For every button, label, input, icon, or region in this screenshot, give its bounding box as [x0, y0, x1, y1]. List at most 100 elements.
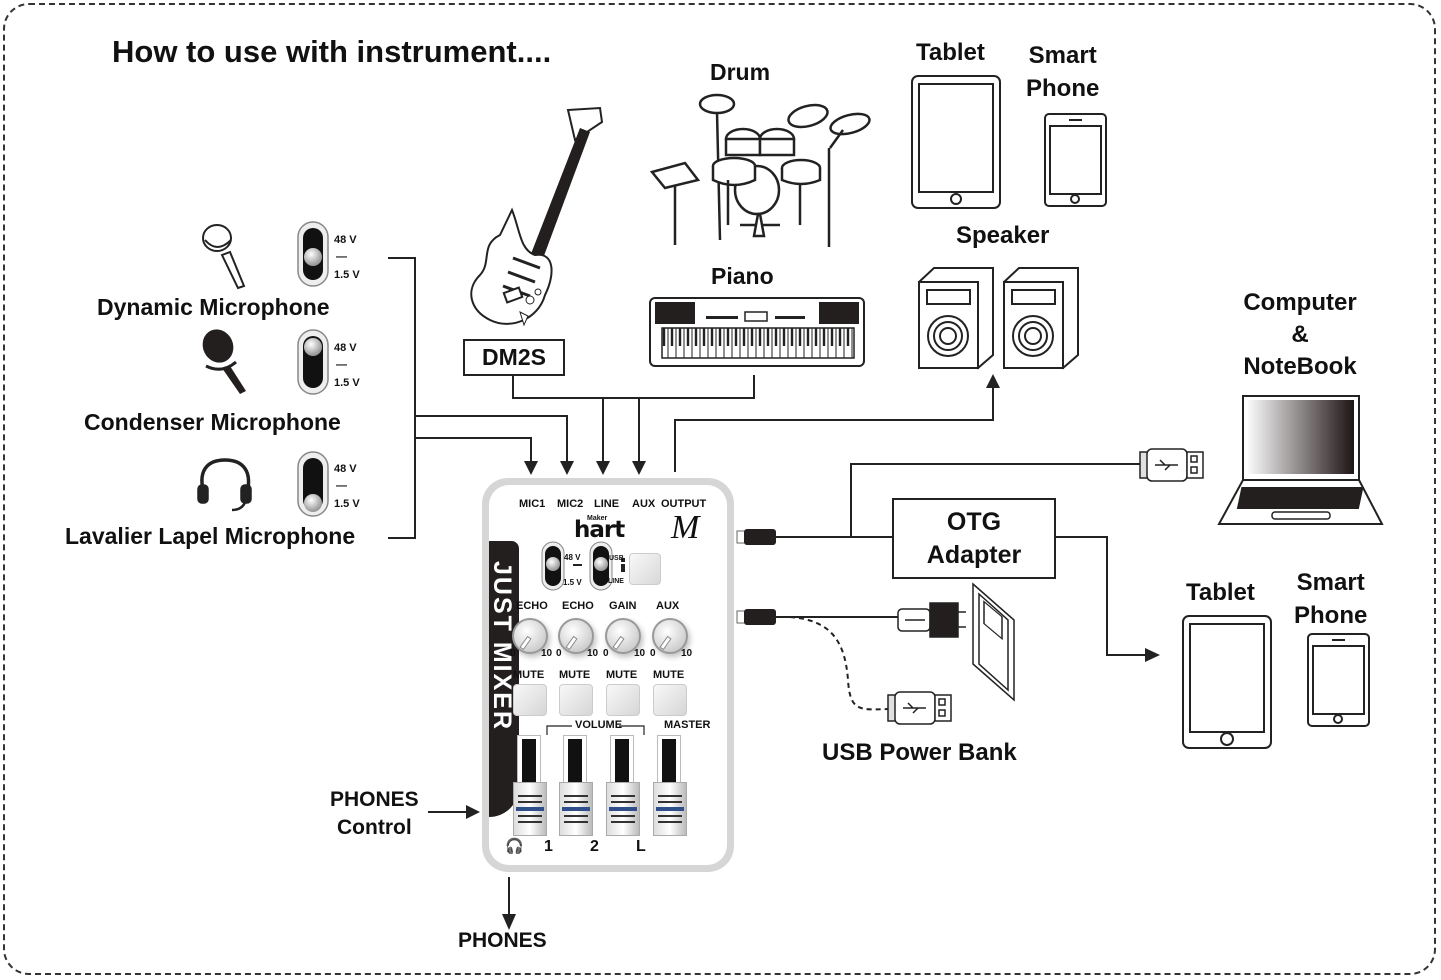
mic-switch-lavalier [297, 451, 329, 517]
knob-control[interactable] [605, 618, 641, 654]
tablet-icon-bottom [1182, 615, 1272, 749]
fader-grip-line [658, 815, 682, 817]
mixer-panel: JUST MIXER MIC1 MIC2 LINE AUX OUTPUT Mak… [489, 485, 727, 865]
handheld-microphone-icon [202, 224, 246, 290]
master-label: MASTER [664, 719, 711, 731]
smartphone-label-bottom: Smart Phone [1294, 566, 1367, 632]
power-bank-dashed-line [789, 616, 889, 711]
phones-control-line2: Control [337, 816, 412, 839]
fader-handle[interactable] [606, 782, 640, 836]
smartphone-label-line2: Phone [1294, 602, 1368, 629]
port-label-mic2: MIC2 [557, 498, 584, 510]
fader-grip-line [518, 795, 542, 797]
fader-slot [615, 739, 629, 785]
knob-min-label: 0 [603, 648, 609, 659]
mute-label: MUTE [606, 669, 638, 681]
fader-handle[interactable] [653, 782, 687, 836]
otg-adapter-box: OTG Adapter [892, 498, 1056, 579]
usb-switch-label: USB [609, 555, 624, 562]
mixer-side-spine [489, 541, 519, 817]
arrow-phones [502, 914, 516, 930]
fader-accent-line [656, 807, 684, 811]
usb-to-computer-line [850, 463, 1140, 537]
switch-label-1-5v: 1.5 V [334, 498, 360, 510]
switch-label-48v: 48 V [334, 234, 357, 246]
micro-usb-connector-otg [736, 529, 776, 545]
condenser-microphone-icon [202, 329, 246, 394]
smartphone-label-line1: Smart [1296, 569, 1365, 596]
mute-button[interactable] [653, 684, 687, 716]
condenser-microphone-label: Condenser Microphone [84, 409, 341, 435]
dm2s-label-box: DM2S [463, 339, 565, 376]
fader-handle[interactable] [559, 782, 593, 836]
brand-maker: Maker [587, 515, 608, 522]
switch-label-divider: — [336, 251, 347, 263]
drum-label: Drum [710, 59, 771, 85]
keyboard-piano-icon [649, 297, 865, 367]
smartphone-icon-bottom [1307, 633, 1370, 727]
fader-grip-line [611, 821, 635, 823]
tablet-label-top: Tablet [916, 39, 985, 66]
laptop-icon [1217, 395, 1384, 525]
knob-max-label: 10 [541, 648, 553, 659]
arrow-phones-control [466, 805, 480, 819]
usb-power-bank-label: USB Power Bank [822, 739, 1017, 766]
mute-button[interactable] [513, 684, 547, 716]
headphone-icon[interactable]: 🎧 [505, 838, 524, 855]
knob-label: GAIN [609, 600, 637, 612]
speaker-icon-left [917, 267, 994, 370]
mute-button[interactable] [559, 684, 593, 716]
knob-control[interactable] [652, 618, 688, 654]
knob-min-label: 0 [510, 648, 516, 659]
brand-hart-logo: hart [574, 517, 625, 543]
knob-max-label: 10 [587, 648, 599, 659]
usb-line-button[interactable] [629, 553, 661, 585]
smartphone-label-line1: Smart [1028, 42, 1097, 69]
fader-grip-line [658, 821, 682, 823]
mute-button[interactable] [606, 684, 640, 716]
knob-pointer [659, 635, 672, 651]
connection-lines [388, 257, 1148, 918]
mute-label: MUTE [559, 669, 591, 681]
mic2-line [415, 415, 568, 470]
speaker-icon-right [1002, 267, 1079, 370]
fader-label-1: 1 [544, 838, 553, 855]
drum-kit-icon [649, 93, 871, 247]
fader-slot [568, 739, 582, 785]
switch-label-48v: 48 V [334, 342, 357, 354]
tablet-label-bottom: Tablet [1186, 579, 1255, 606]
fader-label-2: 2 [590, 838, 599, 855]
piano-label: Piano [711, 263, 774, 289]
lavalier-microphone-label: Lavalier Lapel Microphone [65, 523, 356, 549]
knob-control[interactable] [512, 618, 548, 654]
wall-outlet-icon [972, 582, 1015, 702]
knob-control[interactable] [558, 618, 594, 654]
fader-accent-line [562, 807, 590, 811]
fader-handle[interactable] [513, 782, 547, 836]
fader-label-l: L [636, 838, 646, 855]
smartphone-label-top: Smart Phone [1026, 39, 1099, 105]
knob-pointer [612, 635, 625, 651]
knob-max-label: 10 [634, 648, 646, 659]
knob-label: ECHO [516, 600, 548, 612]
micro-usb-connector-power [736, 609, 776, 625]
fader-slot [662, 739, 676, 785]
line-switch-label: LINE [608, 578, 624, 585]
mute-label: MUTE [653, 669, 685, 681]
port-label-aux: AUX [632, 498, 656, 510]
fader-track [563, 735, 587, 789]
knob-min-label: 0 [556, 648, 562, 659]
usb-plug-icon-computer [1139, 448, 1204, 482]
smartphone-label-line2: Phone [1026, 75, 1100, 102]
fader-grip-line [611, 815, 635, 817]
volume-bracket [546, 725, 645, 735]
dynamic-microphone-label: Dynamic Microphone [97, 294, 330, 320]
fader-slot [522, 739, 536, 785]
fader-grip-line [564, 801, 588, 803]
dashed-border-frame [3, 3, 1436, 975]
instrument-bus-line [512, 375, 755, 399]
fader-grip-line [658, 801, 682, 803]
usb-plug-icon-powerbank [887, 691, 952, 725]
knob-pointer [519, 635, 532, 651]
knob-label: AUX [656, 600, 680, 612]
